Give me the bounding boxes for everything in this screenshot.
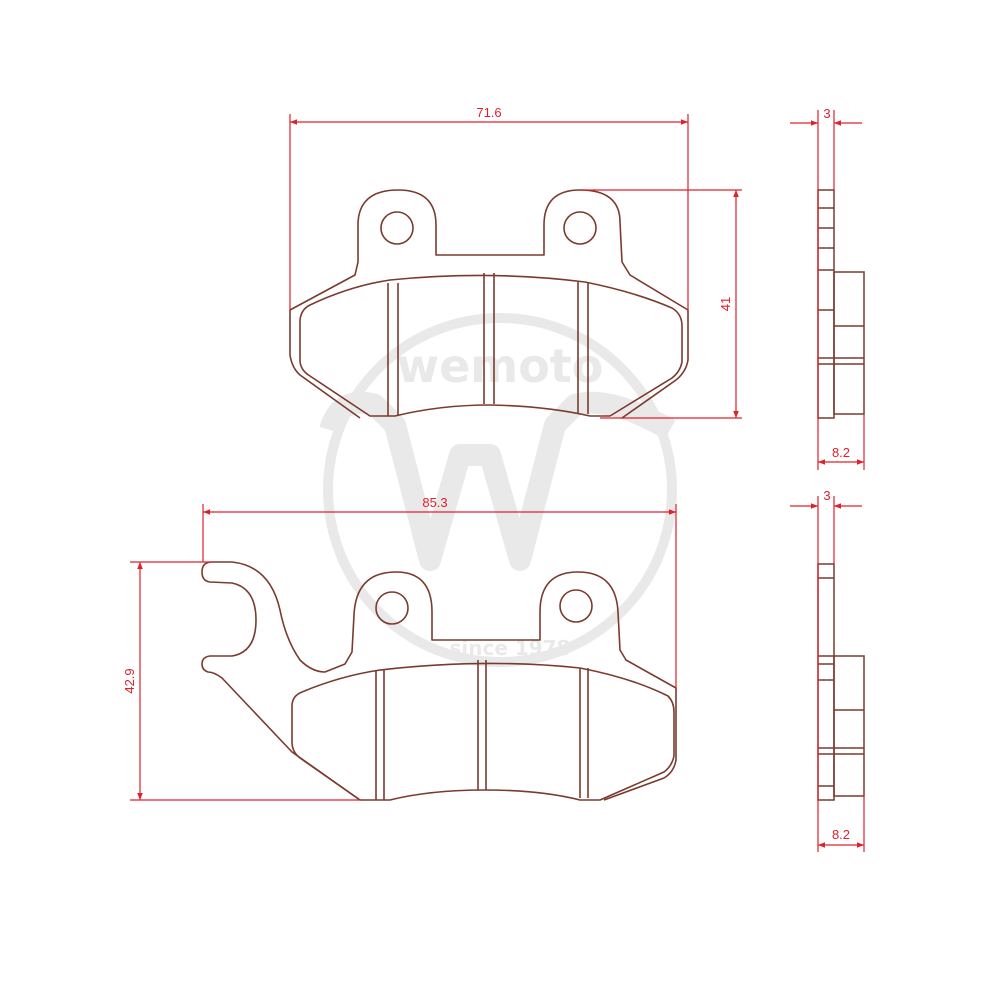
pad-top-height-label: 41 (718, 297, 733, 311)
pad-top-groove-left (387, 283, 399, 416)
pad-bottom-thickness-label: 3 (823, 488, 830, 503)
pad-bottom-depth-label: 8.2 (832, 827, 850, 842)
pad-bottom-height-label: 42.9 (122, 668, 137, 693)
pad-bottom-groove-right (579, 668, 589, 798)
pad-top-side-backing (817, 189, 835, 419)
pad-top-friction-material (299, 274, 683, 417)
pad-top-front-view (289, 189, 689, 419)
pad-bottom-mounting-hole-left (375, 591, 409, 625)
pad-bottom-groove-left (375, 670, 385, 800)
pad-bottom-groove-center (477, 660, 487, 790)
pad-bottom-dimensions (130, 504, 677, 801)
pad-top-mounting-hole-left (380, 211, 414, 245)
pad-bottom-backing-plate (201, 561, 677, 801)
pad-bottom-side-layers (818, 577, 864, 787)
pad-top-dimensions (289, 114, 742, 419)
pad-top-thickness-label: 3 (823, 106, 830, 121)
pad-bottom-side-view (817, 563, 865, 801)
pad-bottom-mounting-hole-right (559, 589, 593, 623)
pad-top-backing-plate (289, 189, 689, 419)
watermark: wemoto since 1978 (319, 313, 677, 667)
pad-bottom-front-view (201, 561, 677, 801)
pad-top-depth-label: 8.2 (832, 445, 850, 460)
pad-bottom-side-friction (833, 655, 865, 797)
pad-top-side-friction (833, 271, 865, 415)
watermark-w-shape (319, 391, 676, 571)
pad-top-groove-right (577, 282, 589, 414)
pad-bottom-friction-material (291, 662, 675, 801)
pad-top-side-layers (818, 207, 864, 365)
watermark-ring (323, 313, 677, 667)
pad-top-width-label: 71.6 (476, 105, 501, 120)
watermark-brand: wemoto (397, 339, 604, 393)
pad-top-side-dimensions (790, 110, 865, 470)
pad-bottom-side-dimensions (790, 496, 865, 852)
pad-top-groove-center (483, 273, 495, 404)
pad-bottom-width-label: 85.3 (422, 495, 447, 510)
pad-top-side-view (817, 189, 865, 419)
pad-top-mounting-hole-right (563, 211, 597, 245)
pad-bottom-side-backing (817, 563, 835, 801)
